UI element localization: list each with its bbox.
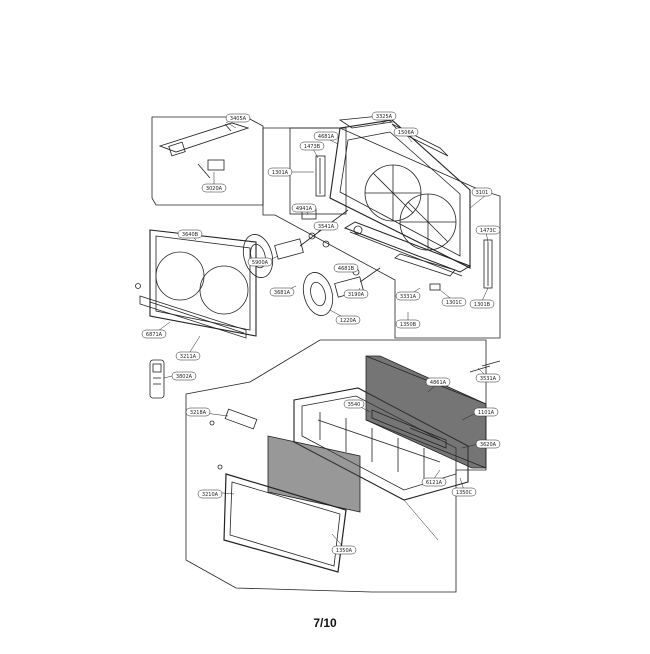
callout-3640B: 3640B — [177, 229, 203, 239]
svg-text:4681B: 4681B — [338, 266, 355, 272]
svg-text:3210A: 3210A — [202, 492, 219, 498]
callout-3211A: 3211A — [175, 351, 201, 361]
callout-3218A: 3218A — [185, 407, 211, 417]
svg-text:1220A: 1220A — [340, 318, 357, 324]
callout-3802A: 3802A — [171, 371, 197, 381]
svg-text:3331A: 3331A — [400, 294, 417, 300]
callout-1350C: 1350C — [451, 487, 477, 497]
callout-3620A: 3620A — [475, 439, 501, 449]
callout-3331A: 3331A — [395, 291, 421, 301]
svg-text:4861A: 4861A — [430, 380, 447, 386]
callout-3541A: 3541A — [313, 221, 339, 231]
callout-3190A: 3190A — [343, 289, 369, 299]
callout-3101: 3101 — [471, 187, 493, 197]
callout-4681A: 4681A — [313, 131, 339, 141]
svg-text:3190A: 3190A — [348, 292, 365, 298]
callout-1473B: 1473B — [299, 141, 325, 151]
callout-1301B: 1301B — [469, 299, 495, 309]
svg-text:3405A: 3405A — [230, 116, 247, 122]
svg-text:3325A: 3325A — [376, 114, 393, 120]
callout-1506A: 1506A — [393, 127, 419, 137]
svg-text:4681A: 4681A — [318, 134, 335, 140]
svg-text:1350A: 1350A — [336, 548, 353, 554]
callout-6121A: 6121A — [421, 477, 447, 487]
svg-text:1350B: 1350B — [400, 322, 417, 328]
svg-text:3211A: 3211A — [180, 354, 197, 360]
page-number: 7/10 — [313, 616, 337, 630]
lower-assembly-box — [185, 339, 487, 593]
svg-text:6121A: 6121A — [426, 480, 443, 486]
callout-3325A: 3325A — [371, 111, 397, 121]
heat-exchanger-coil — [365, 355, 501, 469]
callout-1473C: 1473C — [475, 225, 501, 235]
callout-1101A: 1101A — [473, 407, 499, 417]
svg-text:3620A: 3620A — [480, 442, 497, 448]
callout-4681B: 4681B — [333, 263, 359, 273]
callout-6871A: 6871A — [141, 329, 167, 339]
svg-text:3540: 3540 — [348, 402, 361, 408]
svg-text:1506A: 1506A — [398, 130, 415, 136]
svg-text:3802A: 3802A — [176, 374, 193, 380]
svg-text:3681A: 3681A — [274, 290, 291, 296]
svg-text:1301B: 1301B — [474, 302, 491, 308]
svg-text:3218A: 3218A — [190, 410, 207, 416]
svg-text:1473B: 1473B — [304, 144, 321, 150]
svg-text:5900A: 5900A — [252, 260, 269, 266]
front-frame — [135, 229, 257, 339]
callout-4941A: 4941A — [291, 203, 317, 213]
callout-3681A: 3681A — [269, 287, 295, 297]
svg-text:3020A: 3020A — [206, 186, 223, 192]
svg-text:3640B: 3640B — [182, 232, 199, 238]
remote-control — [149, 359, 165, 399]
svg-text:3531A: 3531A — [480, 376, 497, 382]
svg-text:1101A: 1101A — [478, 410, 495, 416]
callout-4861A: 4861A — [425, 377, 451, 387]
inset-box-top-right — [262, 115, 501, 339]
svg-text:1301C: 1301C — [446, 300, 463, 306]
callout-1350A: 1350A — [331, 545, 357, 555]
svg-text:1350C: 1350C — [456, 490, 473, 496]
callout-3020A: 3020A — [201, 183, 227, 193]
svg-text:3101: 3101 — [476, 190, 489, 196]
svg-text:6871A: 6871A — [146, 332, 163, 338]
callouts: 3405A 3020A 3325A 4681A 1473B 1301A 1506… — [141, 111, 501, 555]
callout-3540: 3540 — [343, 399, 365, 409]
callout-1301A: 1301A — [267, 167, 293, 177]
svg-text:1473C: 1473C — [480, 228, 497, 234]
callout-1301C: 1301C — [441, 297, 467, 307]
callout-3531A: 3531A — [475, 373, 501, 383]
callout-1220A: 1220A — [335, 315, 361, 325]
callout-3210A: 3210A — [197, 489, 223, 499]
callout-5900A: 5900A — [247, 257, 273, 267]
callout-1350B: 1350B — [395, 319, 421, 329]
callout-3405A: 3405A — [225, 113, 251, 123]
svg-text:4941A: 4941A — [296, 206, 313, 212]
svg-text:1301A: 1301A — [272, 170, 289, 176]
svg-text:3541A: 3541A — [318, 224, 335, 230]
